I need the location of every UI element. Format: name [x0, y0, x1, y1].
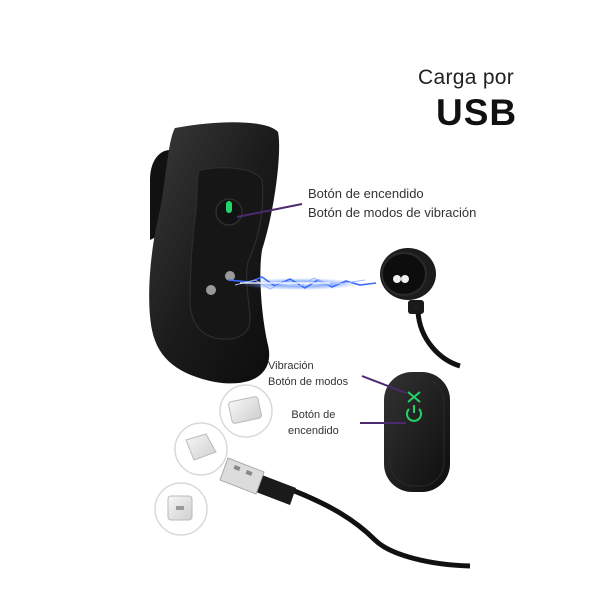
remote-power-label-line1: Botón de	[291, 409, 336, 421]
magnetic-charger	[380, 248, 461, 369]
remote-mode-label-line2: Botón de modos	[268, 376, 349, 388]
usb-cube-charger	[154, 482, 208, 536]
main-device	[149, 122, 280, 384]
wall-adapter	[174, 422, 228, 476]
heading-line2: USB	[436, 92, 518, 133]
magnetic-spark	[227, 276, 377, 290]
led-indicator	[226, 201, 232, 213]
remote-control	[384, 372, 450, 492]
power-bank	[219, 384, 273, 438]
leader-line	[236, 203, 303, 218]
main-device-label-line1: Botón de encendido	[308, 186, 424, 201]
remote-power-label: Botón de encendido	[288, 407, 339, 439]
remote-mode-label: Vibración Botón de modos	[268, 358, 348, 390]
remote-mode-label-line1: Vibración	[268, 360, 314, 372]
power-icon	[406, 405, 422, 422]
remote-power-label-line2: encendido	[288, 425, 339, 437]
vibration-icon	[407, 391, 421, 403]
charging-pin	[225, 271, 235, 281]
main-device-label-line2: Botón de modos de vibración	[308, 205, 477, 220]
main-device-label: Botón de encendido Botón de modos de vib…	[308, 184, 476, 222]
charging-pin	[206, 285, 216, 295]
usb-cable	[219, 457, 471, 569]
heading-line1: Carga por	[418, 66, 515, 89]
leader-line	[361, 375, 407, 394]
